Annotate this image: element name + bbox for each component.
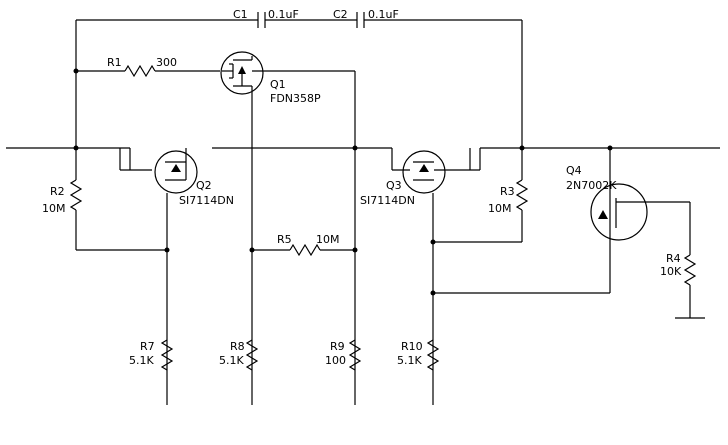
q1-part: FDN358P — [270, 92, 321, 105]
capacitor-rail — [75, 19, 523, 148]
junction-dot — [430, 290, 436, 296]
resistor-r5: R5 10M — [252, 233, 355, 257]
junction-dot — [164, 247, 170, 253]
r1-value: 300 — [156, 56, 177, 69]
r8-value: 5.1K — [219, 354, 244, 367]
r3-ref: R3 — [500, 185, 515, 198]
junction-dot — [352, 145, 358, 151]
r10-ref: R10 — [401, 340, 423, 353]
r5-ref: R5 — [277, 233, 292, 246]
q4-ref: Q4 — [566, 164, 582, 177]
r8-ref: R8 — [230, 340, 245, 353]
r9-value: 100 — [325, 354, 346, 367]
q2-ref: Q2 — [196, 179, 212, 192]
junction-dot — [352, 247, 358, 253]
c2-ref: C2 — [333, 8, 348, 21]
junction-dot — [607, 145, 613, 151]
junction-dot — [73, 145, 79, 151]
resistor-r3: R3 10M — [433, 148, 529, 243]
junction-dot — [249, 247, 255, 253]
resistor-r10: R10 5.1K — [397, 339, 440, 371]
resistor-r9: R9 100 — [325, 339, 362, 371]
c2-value: 0.1uF — [368, 8, 399, 21]
resistor-r2: R2 10M — [42, 148, 167, 251]
resistor-r7: R7 5.1K — [129, 339, 174, 371]
resistor-r4: R4 10K — [660, 252, 705, 319]
r9-ref: R9 — [330, 340, 345, 353]
r1-ref: R1 — [107, 56, 122, 69]
junction-dot — [430, 239, 436, 245]
resistor-r8: R8 5.1K — [219, 339, 259, 371]
r4-ref: R4 — [666, 252, 681, 265]
r10-value: 5.1K — [397, 354, 422, 367]
mosfet-q2: Q2 SI7114DN — [119, 148, 234, 405]
r7-value: 5.1K — [129, 354, 154, 367]
junction-dot — [519, 145, 525, 151]
capacitor-c2: C2 0.1uF — [333, 8, 399, 28]
r3-value: 10M — [488, 202, 512, 215]
capacitor-c1: C1 0.1uF — [233, 8, 299, 28]
c1-value: 0.1uF — [268, 8, 299, 21]
r4-value: 10K — [660, 265, 682, 278]
r7-ref: R7 — [140, 340, 155, 353]
q3-ref: Q3 — [386, 179, 402, 192]
mosfet-q4: Q4 2N7002K — [566, 148, 691, 293]
c1-ref: C1 — [233, 8, 248, 21]
resistor-r1: R1 300 — [76, 56, 220, 78]
r2-ref: R2 — [50, 185, 65, 198]
q3-part: SI7114DN — [360, 194, 415, 207]
q4-part: 2N7002K — [566, 179, 617, 192]
junction-dot — [73, 68, 79, 74]
r5-value: 10M — [316, 233, 340, 246]
junction-dots — [73, 68, 613, 296]
q2-part: SI7114DN — [179, 194, 234, 207]
q1-ref: Q1 — [270, 78, 286, 91]
r2-value: 10M — [42, 202, 66, 215]
mosfet-q1: Q1 FDN358P — [220, 51, 355, 105]
